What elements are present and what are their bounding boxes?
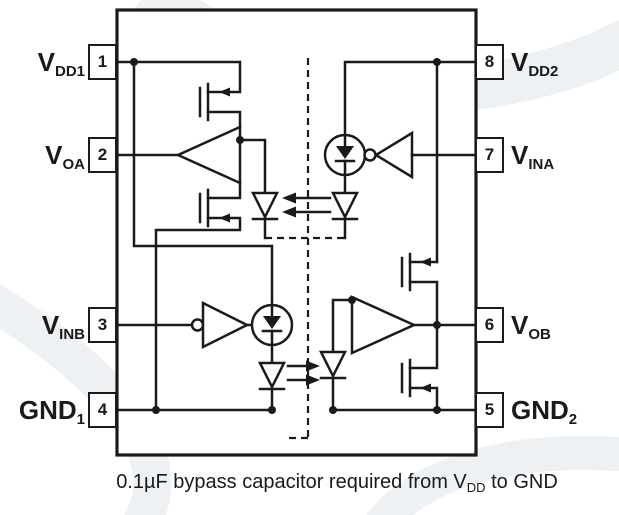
isolation-barrier (265, 58, 345, 440)
pmos-b-arrow-icon (420, 257, 431, 267)
watermark-curve-bottom (366, 435, 619, 515)
pin-box-3: 3 (88, 307, 117, 343)
pin-label-vob-sub: OB (528, 326, 551, 343)
caption-text-after: to GND (485, 471, 558, 493)
pin-label-vina-sub: INA (528, 156, 555, 173)
pin-label-vob: VOB (511, 310, 551, 345)
caption-vdd-sub: DD (466, 480, 486, 495)
pin-label-gnd2-sub: 2 (568, 411, 578, 428)
junction-dots (130, 58, 441, 414)
pin-label-vina: VINA (511, 140, 554, 175)
photodiode-a-icon (250, 191, 280, 220)
pin-label-gnd1: GND1 (19, 395, 85, 430)
nmos-b-arrow-icon (420, 383, 431, 393)
pin-box-4: 4 (88, 392, 117, 428)
pin-box-1: 1 (88, 44, 117, 80)
pin-label-vdd2-base: V (511, 47, 529, 77)
emitter-diode-b-icon (257, 361, 287, 390)
channel-b-output-driver (318, 252, 478, 412)
pin-label-gnd2: GND2 (511, 395, 577, 430)
inverter-b-triangle-icon (201, 300, 250, 350)
pin-label-vdd2-sub: DD2 (528, 63, 559, 80)
pin-label-gnd2-base: GND (511, 395, 569, 425)
channel-a-transmitter (323, 60, 478, 264)
pin-box-2: 2 (88, 137, 117, 173)
pin-label-vdd1-sub: DD1 (54, 63, 85, 80)
buffer-a-triangle-icon (174, 125, 242, 185)
channel-b-transmitter (115, 60, 294, 412)
pin-box-5: 5 (475, 392, 504, 428)
buffer-b-triangle-icon (350, 295, 418, 355)
pin-label-gnd1-sub: 1 (76, 411, 85, 428)
emitter-diode-a-icon (330, 191, 360, 220)
led-a-icon (336, 146, 354, 159)
pin-label-voa: VOA (45, 140, 85, 175)
inverter-a-bubble-icon (363, 148, 377, 162)
pmos-a-arrow-icon (219, 87, 230, 97)
bypass-capacitor-note: 0.1µF bypass capacitor required from VDD… (55, 471, 619, 495)
caption-text-before: 0.1µF bypass capacitor required from (116, 471, 454, 493)
pin-label-voa-sub: OA (62, 156, 86, 173)
pin-label-vinb-base: V (41, 310, 60, 340)
pin-box-6: 6 (475, 307, 504, 343)
pin-label-vdd1-base: V (37, 47, 55, 77)
pin-label-vdd2: VDD2 (511, 47, 558, 82)
pin-label-vina-base: V (511, 140, 529, 170)
photodiode-b-icon (318, 350, 348, 379)
optical-path-b-arrows-icon (286, 360, 320, 386)
pin-label-vdd1: VDD1 (38, 47, 85, 82)
led-b-icon (263, 316, 281, 329)
inverter-b-bubble-icon (190, 318, 205, 332)
pin-label-vinb-sub: INB (59, 326, 85, 343)
channel-a-output-driver (115, 60, 280, 412)
pin-label-voa-base: V (45, 140, 63, 170)
pin-label-gnd1-base: GND (18, 395, 77, 425)
pin-box-8: 8 (475, 44, 504, 80)
pin-label-vob-base: V (511, 310, 529, 340)
pin-label-vinb: VINB (42, 310, 85, 345)
caption-vdd-base: V (453, 471, 467, 493)
pin-box-7: 7 (475, 137, 504, 173)
optical-path-a-arrows-icon (282, 192, 332, 218)
